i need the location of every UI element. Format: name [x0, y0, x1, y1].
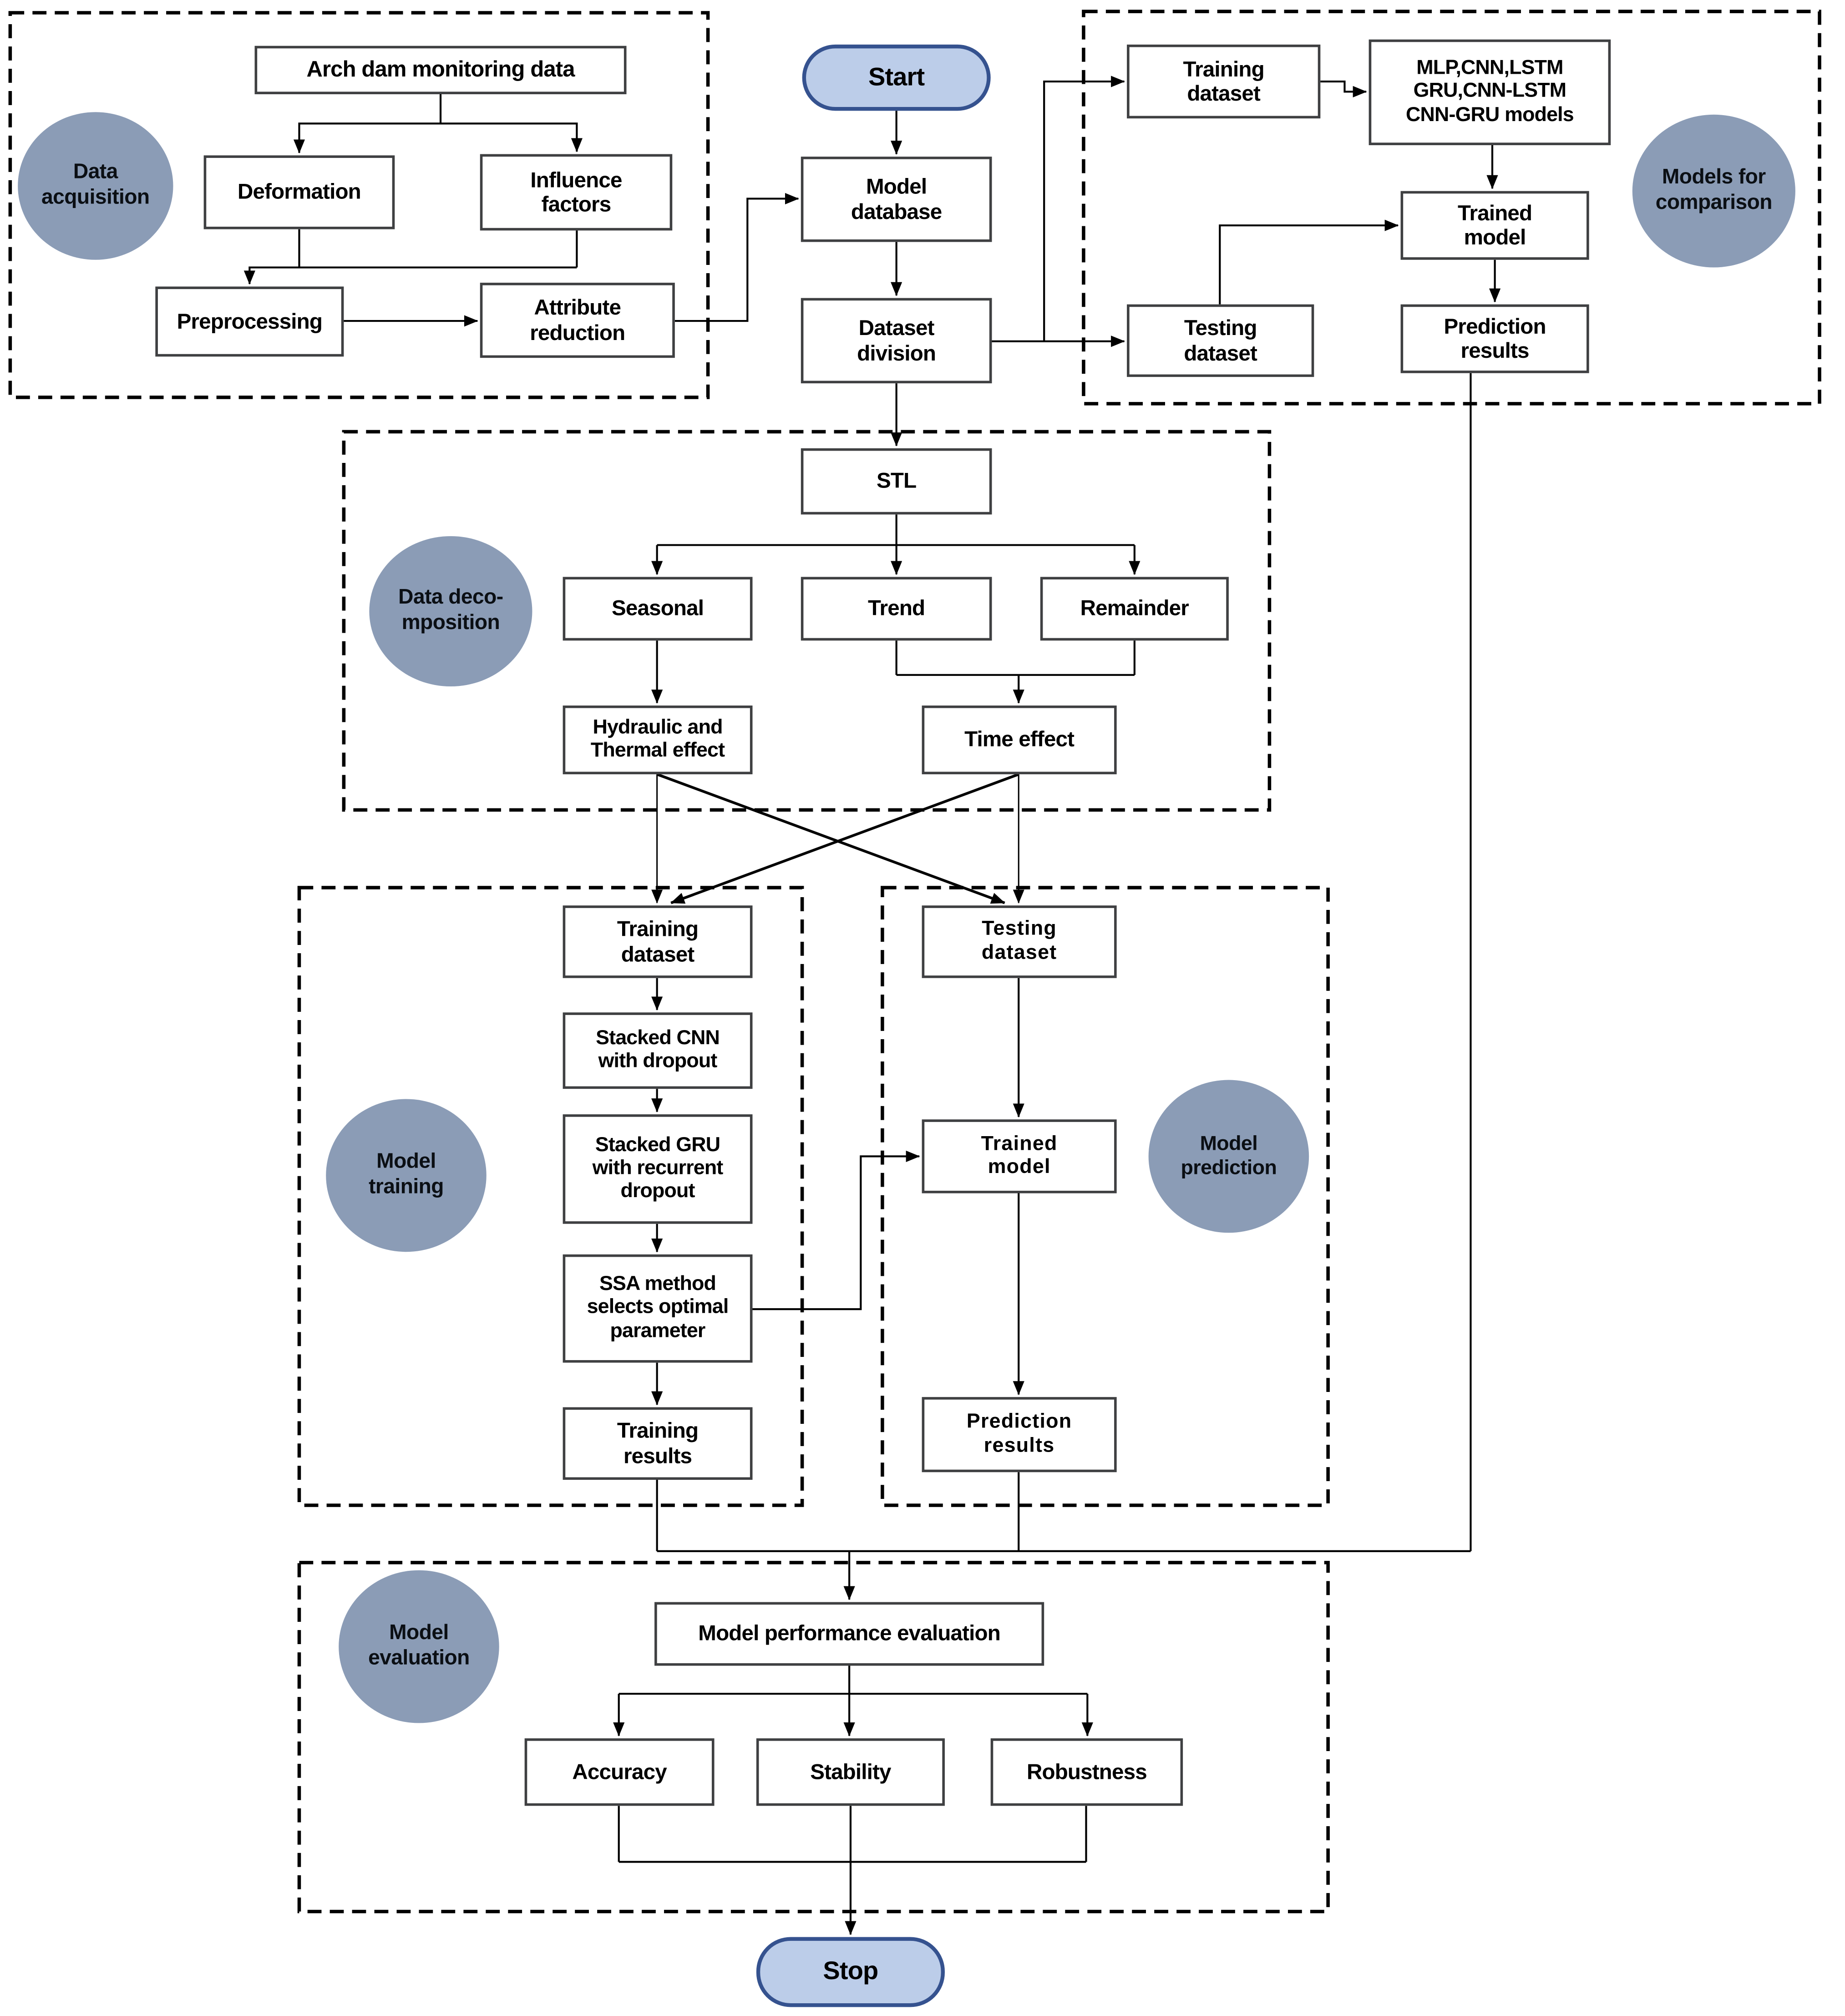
- node-time-effect-label: Time effect: [964, 727, 1075, 752]
- node-stop-label: Stop: [823, 1957, 878, 1986]
- node-model-database-label: Model database: [851, 174, 942, 224]
- edge-ssa-to-trained-model: [752, 1150, 920, 1310]
- edge-hydraulic-to-testing: [656, 773, 1005, 904]
- edge-testing-cmp-to-trained-cmp: [1219, 219, 1399, 305]
- edge-attribute-to-model-database: [674, 193, 799, 322]
- node-preprocessing: Preprocessing: [155, 286, 344, 357]
- node-start: Start: [802, 44, 991, 111]
- node-training-results: Training results: [563, 1407, 753, 1480]
- model-evaluation-ellipse: [339, 1570, 499, 1723]
- data-decomposition-ellipse: [369, 536, 532, 687]
- node-prediction-results-cmp-label: Prediction results: [1444, 314, 1546, 363]
- node-stl: STL: [801, 448, 992, 515]
- node-remainder: Remainder: [1040, 577, 1229, 641]
- node-start-label: Start: [868, 63, 925, 91]
- node-stop: Stop: [756, 1937, 945, 2007]
- data-decomposition-label: Data deco- mposition: [398, 586, 503, 635]
- edge-archdam-to-deformation: [293, 94, 442, 154]
- node-ssa-method-label: SSA method selects optimal parameter: [587, 1274, 729, 1342]
- model-prediction-label: Model prediction: [1181, 1133, 1277, 1179]
- section-data-decomposition: [342, 430, 1272, 812]
- node-dataset-division: Dataset division: [801, 298, 992, 384]
- node-trend-label: Trend: [867, 596, 925, 621]
- node-preprocessing-label: Preprocessing: [177, 309, 323, 334]
- node-trained-model-cmp: Trained model: [1400, 191, 1589, 260]
- section-model-evaluation: [297, 1561, 1330, 1914]
- edge-join-to-preprocessing: [243, 266, 577, 285]
- models-comparison-ellipse: [1632, 114, 1795, 268]
- node-time-effect: Time effect: [922, 705, 1117, 775]
- node-robustness: Robustness: [990, 1738, 1183, 1806]
- node-dataset-division-label: Dataset division: [857, 316, 936, 365]
- node-testing-dataset-cmp-label: Testing dataset: [1184, 316, 1257, 365]
- model-evaluation-label: Model evaluation: [368, 1621, 470, 1670]
- node-training-results-label: Training results: [617, 1419, 699, 1468]
- node-accuracy: Accuracy: [524, 1738, 715, 1806]
- node-training-dataset-cmp: Training dataset: [1127, 44, 1321, 119]
- node-remainder-label: Remainder: [1080, 596, 1189, 621]
- node-testing-dataset-label: Testing dataset: [981, 918, 1057, 964]
- node-testing-dataset: Testing dataset: [922, 905, 1117, 978]
- node-seasonal-label: Seasonal: [611, 596, 704, 621]
- node-model-database: Model database: [801, 157, 992, 242]
- section-data-acquisition: [8, 11, 710, 399]
- node-ssa-method: SSA method selects optimal parameter: [563, 1254, 753, 1363]
- node-prediction-results-label: Prediction results: [966, 1411, 1072, 1457]
- node-trained-model-cmp-label: Trained model: [1457, 201, 1532, 250]
- node-comparison-models-label: MLP,CNN,LSTM GRU,CNN-LSTM CNN-GRU models: [1406, 57, 1574, 126]
- node-stl-label: STL: [876, 469, 917, 493]
- node-stacked-cnn-label: Stacked CNN with dropout: [596, 1027, 720, 1072]
- node-stacked-gru: Stacked GRU with recurrent dropout: [563, 1114, 753, 1224]
- edge-training-cmp-to-models: [1320, 80, 1367, 98]
- edge-division-to-training-cmp: [1043, 76, 1125, 341]
- node-training-dataset-label: Training dataset: [617, 917, 699, 966]
- node-stacked-gru-label: Stacked GRU with recurrent dropout: [592, 1134, 724, 1203]
- node-hydraulic-thermal-label: Hydraulic and Thermal effect: [590, 716, 725, 762]
- node-stacked-cnn: Stacked CNN with dropout: [563, 1012, 753, 1089]
- node-performance-evaluation: Model performance evaluation: [654, 1602, 1044, 1666]
- node-accuracy-label: Accuracy: [572, 1760, 667, 1784]
- node-influence-factors-label: Influence factors: [530, 168, 622, 217]
- data-acquisition-ellipse: [18, 112, 173, 260]
- model-prediction-ellipse: [1148, 1080, 1309, 1233]
- section-model-prediction: [881, 886, 1330, 1507]
- model-training-ellipse: [326, 1099, 487, 1252]
- section-model-training: [297, 886, 804, 1507]
- models-comparison-label: Models for comparison: [1655, 166, 1773, 214]
- node-stability-label: Stability: [810, 1760, 891, 1784]
- node-prediction-results: Prediction results: [922, 1397, 1117, 1473]
- node-deformation: Deformation: [203, 155, 395, 229]
- node-testing-dataset-cmp: Testing dataset: [1127, 304, 1314, 377]
- node-trained-model: Trained model: [922, 1119, 1117, 1193]
- node-prediction-results-cmp: Prediction results: [1400, 304, 1589, 373]
- model-training-label: Model training: [369, 1150, 444, 1198]
- node-performance-evaluation-label: Model performance evaluation: [698, 1621, 1001, 1646]
- edge-archdam-to-influence: [441, 122, 583, 152]
- node-attribute-reduction-label: Attribute reduction: [530, 295, 625, 345]
- node-training-dataset: Training dataset: [563, 905, 753, 978]
- edge-time-to-training: [670, 773, 1019, 904]
- node-arch-dam-monitoring: Arch dam monitoring data: [254, 46, 627, 95]
- node-stability: Stability: [756, 1738, 945, 1806]
- node-deformation-label: Deformation: [238, 180, 361, 204]
- section-models-comparison: [1082, 10, 1821, 406]
- node-trend: Trend: [801, 577, 992, 641]
- node-robustness-label: Robustness: [1026, 1760, 1147, 1784]
- node-seasonal: Seasonal: [563, 577, 753, 641]
- node-training-dataset-cmp-label: Training dataset: [1183, 56, 1265, 106]
- data-acquisition-label: Data acquisition: [41, 161, 150, 209]
- node-arch-dam-monitoring-label: Arch dam monitoring data: [306, 56, 575, 82]
- node-influence-factors: Influence factors: [480, 154, 673, 231]
- node-comparison-models: MLP,CNN,LSTM GRU,CNN-LSTM CNN-GRU models: [1369, 39, 1611, 145]
- node-trained-model-label: Trained model: [981, 1133, 1058, 1178]
- node-attribute-reduction: Attribute reduction: [480, 283, 675, 358]
- node-hydraulic-thermal: Hydraulic and Thermal effect: [563, 705, 753, 775]
